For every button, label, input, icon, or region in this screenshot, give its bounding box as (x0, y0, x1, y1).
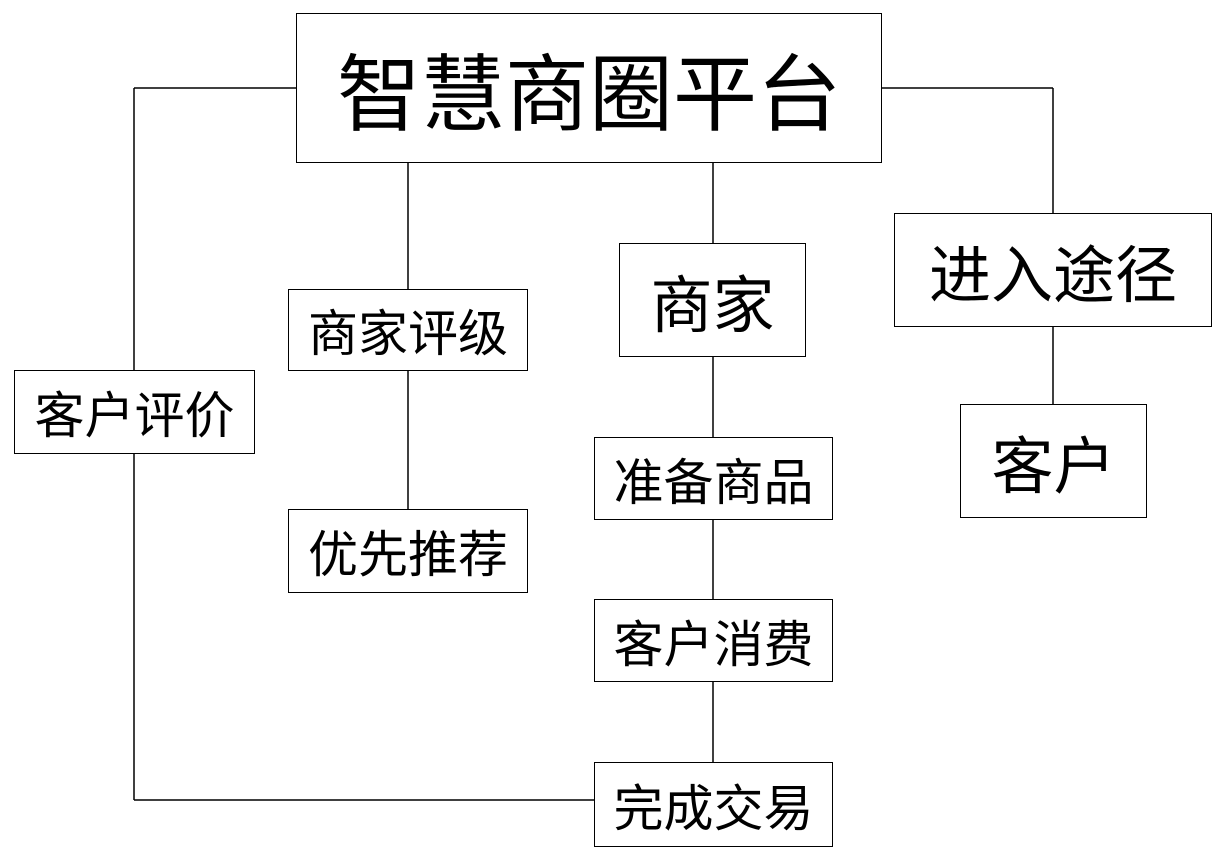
node-entry-path-label: 进入途径 (928, 239, 1177, 312)
node-customer-review: 客户评价 (14, 370, 255, 454)
node-customer: 客户 (960, 404, 1147, 518)
node-platform: 智慧商圈平台 (296, 13, 882, 163)
node-customer-label: 客户 (991, 430, 1116, 503)
node-merchant-rating: 商家评级 (288, 289, 528, 371)
node-prepare-goods: 准备商品 (594, 437, 833, 520)
node-complete-transaction-label: 完成交易 (613, 779, 814, 838)
node-complete-transaction: 完成交易 (594, 762, 833, 847)
node-merchant-rating-label: 商家评级 (308, 305, 508, 363)
node-priority-recommend: 优先推荐 (288, 509, 528, 593)
node-merchant: 商家 (619, 243, 806, 357)
node-customer-review-label: 客户评价 (34, 387, 235, 445)
node-entry-path: 进入途径 (894, 213, 1212, 327)
node-prepare-goods-label: 准备商品 (613, 453, 814, 512)
node-customer-consume-label: 客户消费 (613, 615, 814, 674)
node-priority-recommend-label: 优先推荐 (308, 526, 508, 584)
node-customer-consume: 客户消费 (594, 599, 833, 682)
node-platform-label: 智慧商圈平台 (336, 45, 841, 144)
node-merchant-label: 商家 (650, 269, 775, 342)
